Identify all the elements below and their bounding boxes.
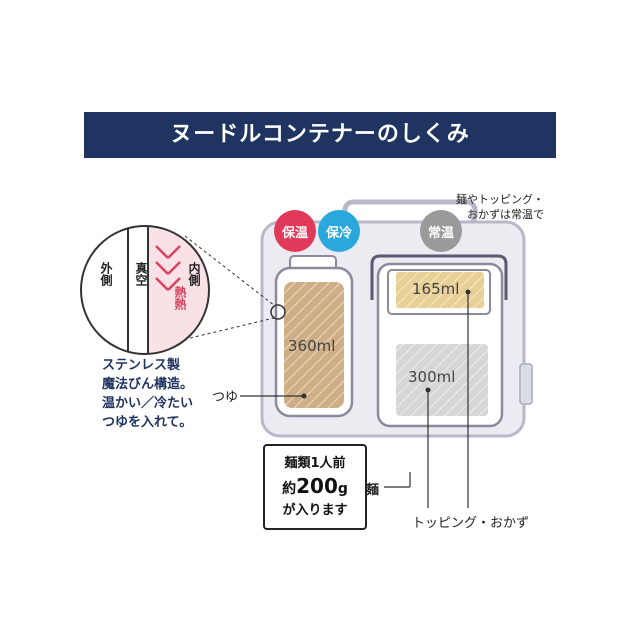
badge-hot: 保温 — [274, 210, 316, 252]
description-text: ステンレス製 魔法びん構造。 温かい／冷たい つゆを入れて。 — [102, 358, 194, 430]
volume-topping: 165ml — [412, 280, 460, 298]
capacity-infobox: 麺類1人前 約200g が入ります — [263, 444, 367, 530]
badge-cold: 保冷 — [318, 210, 360, 252]
infobox-line1: 麺類1人前 — [284, 456, 346, 471]
zoom-target — [270, 304, 286, 320]
label-tsuyu: つゆ — [212, 390, 239, 405]
badge-room-temp: 常温 — [420, 210, 462, 252]
volume-men: 300ml — [408, 368, 456, 386]
note-room-temp: 麺やトッピング・ おかずは常温で — [456, 193, 544, 221]
zoom-label-heat: 熱熱 — [173, 286, 187, 310]
infobox-line3: が入ります — [282, 503, 348, 518]
compartment-lid-rim — [370, 254, 508, 300]
page-title: ヌードルコンテナーのしくみ — [170, 122, 470, 147]
zoom-label-outer: 外側 — [99, 262, 113, 286]
zoom-label-inner: 内側 — [187, 262, 201, 286]
infobox-line2: 約200g — [282, 474, 348, 498]
label-topping: トッピング・おかず — [412, 516, 530, 531]
zoom-circle — [80, 225, 210, 355]
label-men: 麺 — [366, 483, 380, 498]
title-banner: ヌードルコンテナーのしくみ — [84, 112, 556, 158]
container-side-latch — [519, 363, 533, 405]
volume-tsuyu: 360ml — [288, 337, 336, 355]
zoom-label-vacuum: 真空 — [134, 262, 148, 286]
